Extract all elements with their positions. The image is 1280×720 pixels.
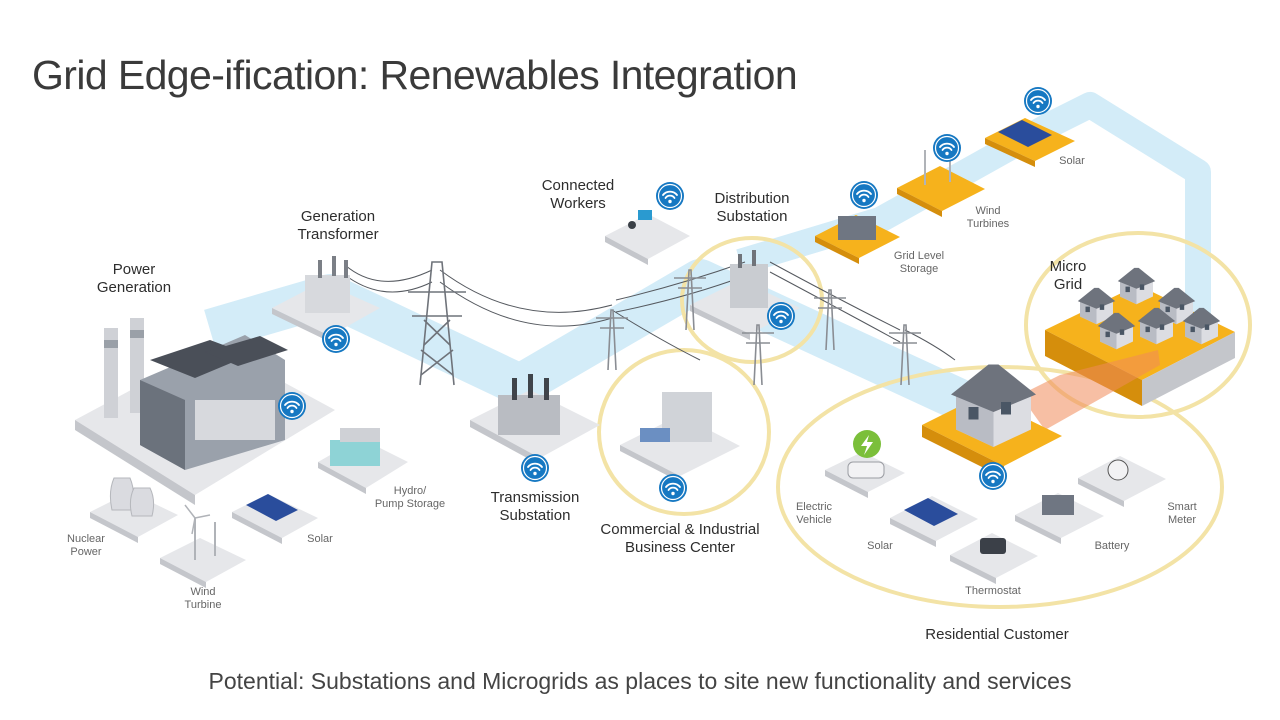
wifi-icon [655, 181, 685, 211]
label-battery: Battery [1094, 540, 1130, 552]
label-residential-customer: Residential Customer [925, 626, 1069, 643]
smart-meter-device [1078, 456, 1166, 507]
ev-charger-icon [825, 430, 905, 498]
wifi-icon [520, 453, 550, 483]
label-solar-gen: Solar [307, 533, 333, 545]
residential-house [922, 350, 1160, 478]
solar-gen [232, 494, 318, 544]
power-lines [344, 261, 956, 361]
solar-res [890, 496, 978, 547]
wifi-icon [932, 133, 962, 163]
label-solar-top: Solar [1059, 155, 1085, 167]
commercial-industrial-center [620, 392, 740, 482]
power-generation-plant [75, 318, 335, 505]
wifi-icon [849, 180, 879, 210]
hydro-pump-storage [318, 428, 408, 494]
wifi-icon [1023, 86, 1053, 116]
bottom-caption: Potential: Substations and Microgrids as… [208, 668, 1072, 694]
page-title: Grid Edge-ification: Renewables Integrat… [32, 52, 798, 98]
generation-transformer [272, 256, 380, 342]
transmission-substation [470, 374, 600, 465]
wifi-icon [658, 473, 688, 503]
thermostat-device [950, 533, 1038, 584]
wind-turbine-gen [160, 504, 246, 588]
grid-level-storage [815, 215, 900, 264]
connected-workers-desk [605, 210, 690, 265]
battery-device [1015, 493, 1104, 544]
wifi-icon [978, 461, 1008, 491]
label-thermostat: Thermostat [965, 585, 1021, 597]
transmission-pylon [408, 261, 466, 386]
wifi-icon [277, 391, 307, 421]
wifi-icon [321, 324, 351, 354]
label-hydro-pump: Hydro/Pump Storage [374, 485, 446, 511]
nuclear-power-plant [90, 477, 178, 543]
label-solar-res: Solar [867, 540, 893, 552]
solar-top [985, 118, 1075, 167]
wifi-icon [766, 301, 796, 331]
